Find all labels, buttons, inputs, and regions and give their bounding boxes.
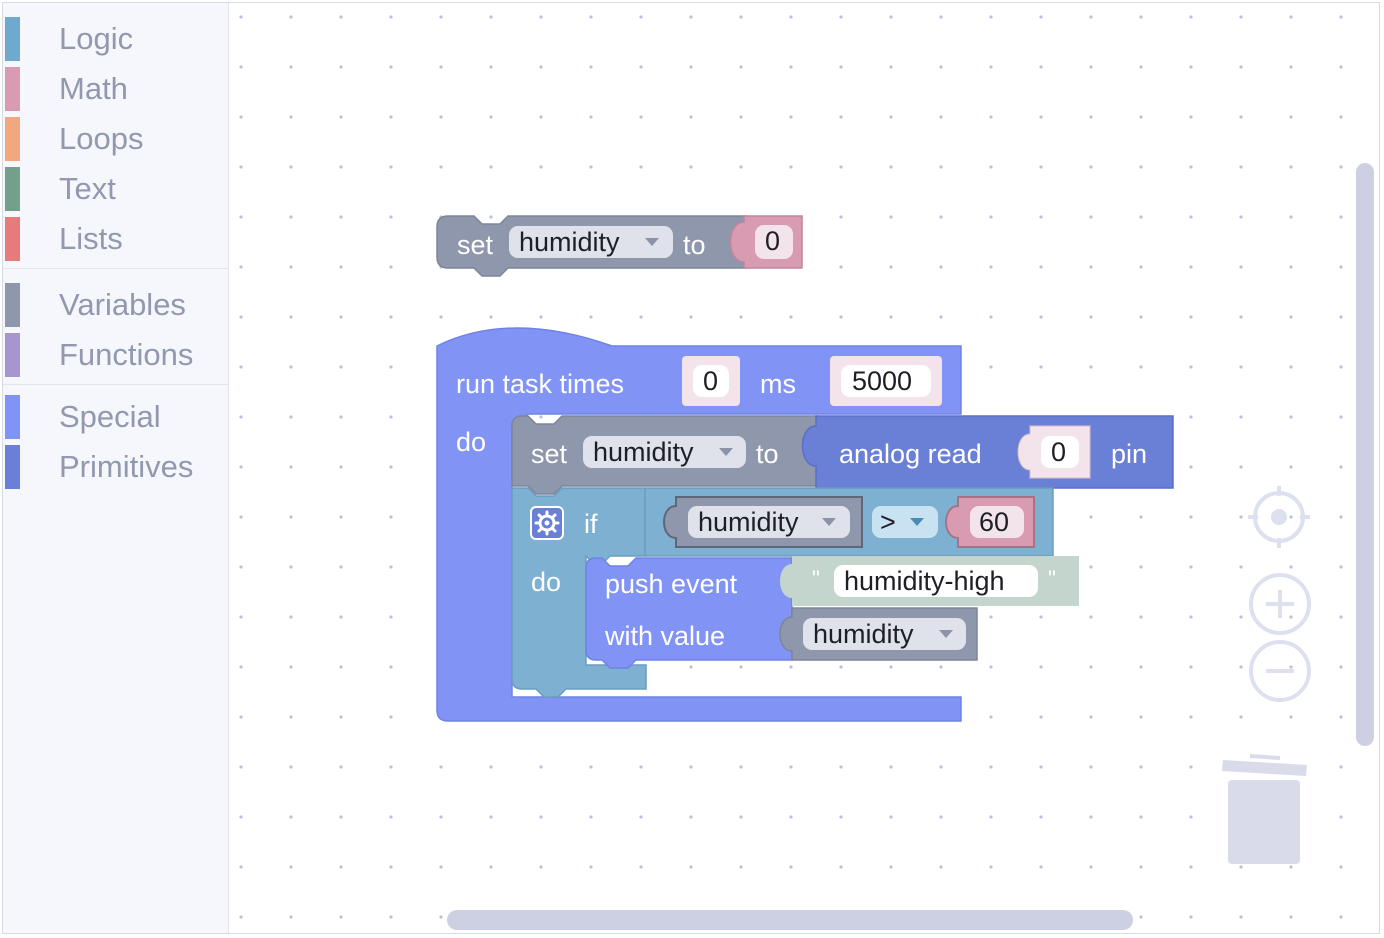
zoom-out-button[interactable]	[1248, 639, 1312, 703]
set-keyword: set	[531, 439, 568, 469]
pin-label: pin	[1111, 439, 1148, 469]
category-swatch	[5, 283, 20, 327]
toolbox-category-lists[interactable]: Lists	[3, 217, 229, 261]
number-value: 0	[1051, 437, 1067, 467]
category-label: Logic	[59, 21, 134, 56]
with-value-label: with value	[605, 621, 726, 651]
do-label: do	[456, 427, 487, 457]
to-keyword: to	[683, 230, 706, 260]
category-swatch	[5, 217, 20, 261]
number-field[interactable]: 0	[693, 365, 729, 397]
toolbox-category-logic[interactable]: Logic	[3, 17, 229, 61]
variable-dropdown[interactable]: humidity	[803, 618, 966, 650]
variable-dropdown[interactable]: humidity	[583, 436, 746, 468]
recenter-button[interactable]	[1248, 486, 1310, 548]
toolbox-category-primitives[interactable]: Primitives	[3, 445, 229, 489]
number-value: 5000	[852, 366, 913, 396]
toolbox-separator	[3, 384, 229, 385]
zoom-out-icon	[1249, 640, 1311, 702]
event-name-value: humidity-high	[844, 566, 1005, 596]
toolbox-category-math[interactable]: Math	[3, 67, 229, 111]
to-keyword: to	[756, 439, 779, 469]
vertical-scrollbar[interactable]	[1356, 163, 1374, 746]
category-swatch	[5, 445, 20, 489]
variable-name: humidity	[813, 619, 914, 649]
chevron-down-icon	[719, 448, 733, 456]
category-label: Text	[59, 171, 116, 206]
operator-value: >	[880, 507, 896, 537]
variable-name: humidity	[593, 437, 694, 467]
category-swatch	[5, 117, 20, 161]
text-field[interactable]: humidity-high	[834, 565, 1038, 597]
category-swatch	[5, 17, 20, 61]
number-field[interactable]: 60	[970, 506, 1024, 538]
toolbox: Logic Math Loops Text Lists Variables Fu…	[3, 3, 229, 933]
operator-dropdown[interactable]: >	[872, 506, 938, 538]
number-value: 0	[765, 226, 781, 256]
chevron-down-icon	[939, 630, 953, 638]
category-label: Functions	[59, 337, 194, 372]
gear-icon[interactable]	[530, 506, 564, 540]
set-keyword: set	[457, 230, 494, 260]
chevron-down-icon	[822, 518, 836, 526]
category-label: Primitives	[59, 449, 194, 484]
category-label: Lists	[59, 221, 123, 256]
variable-name: humidity	[698, 507, 799, 537]
variable-dropdown[interactable]: humidity	[688, 506, 850, 538]
variable-name: humidity	[519, 227, 620, 257]
crosshair-icon	[1248, 486, 1310, 548]
toolbox-category-text[interactable]: Text	[3, 167, 229, 211]
category-label: Variables	[59, 287, 186, 322]
variable-dropdown[interactable]: humidity	[509, 226, 673, 258]
analog-read-label: analog read	[839, 439, 982, 469]
zoom-in-button[interactable]	[1248, 572, 1312, 636]
number-field[interactable]: 5000	[841, 365, 931, 397]
number-value: 0	[703, 366, 719, 396]
quote-open: "	[812, 566, 820, 591]
number-value: 60	[979, 507, 1010, 537]
chevron-down-icon	[645, 238, 659, 246]
toolbox-category-special[interactable]: Special	[3, 395, 229, 439]
category-label: Special	[59, 399, 161, 434]
push-event-label: push event	[605, 569, 738, 599]
trash-can[interactable]	[1220, 752, 1310, 868]
toolbox-category-functions[interactable]: Functions	[3, 333, 229, 377]
toolbox-separator	[3, 268, 229, 269]
ms-label: ms	[760, 369, 796, 399]
category-label: Math	[59, 71, 128, 106]
category-swatch	[5, 395, 20, 439]
if-keyword: if	[584, 509, 598, 539]
trash-icon	[1222, 754, 1307, 864]
toolbox-category-loops[interactable]: Loops	[3, 117, 229, 161]
zoom-in-icon	[1249, 573, 1311, 635]
horizontal-scrollbar[interactable]	[447, 910, 1133, 930]
number-field[interactable]: 0	[1041, 436, 1079, 468]
toolbox-category-variables[interactable]: Variables	[3, 283, 229, 327]
category-label: Loops	[59, 121, 144, 156]
gear-glyph	[534, 510, 560, 536]
chevron-down-icon	[910, 518, 924, 526]
run-task-label: run task times	[456, 369, 625, 399]
category-swatch	[5, 167, 20, 211]
category-swatch	[5, 67, 20, 111]
number-field[interactable]: 0	[755, 225, 793, 259]
quote-close: "	[1048, 566, 1056, 591]
do-label: do	[531, 567, 562, 597]
category-swatch	[5, 333, 20, 377]
